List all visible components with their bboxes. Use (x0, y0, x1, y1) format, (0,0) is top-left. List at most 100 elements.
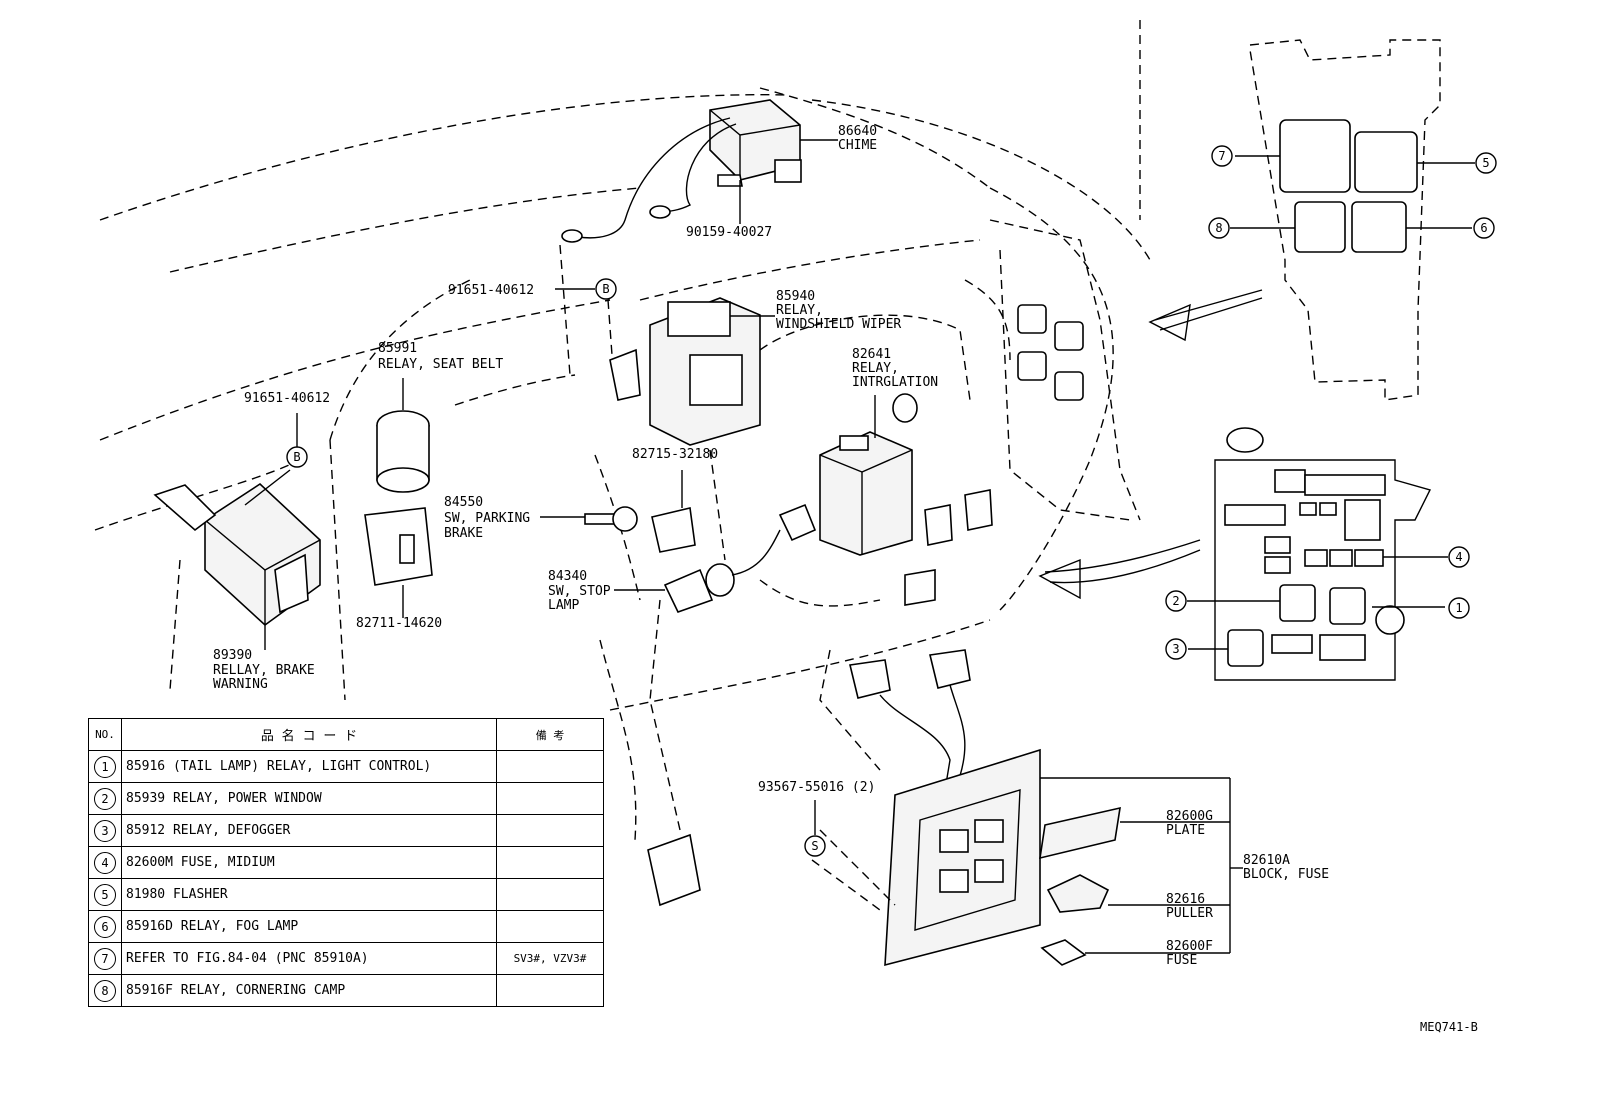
table-row: 8 85916F RELAY, CORNERING CAMP (88, 974, 604, 1007)
symbol-markers: B B S (286, 278, 826, 857)
chime-number: 86640 (838, 124, 877, 139)
marker-5: 5 (1482, 156, 1489, 170)
row-remarks (496, 814, 604, 847)
header-remarks: 備 考 (496, 718, 604, 751)
plate-name: PLATE (1166, 823, 1205, 838)
marker-1: 1 (1455, 601, 1462, 615)
connector-82711-number: 82711-14620 (356, 616, 442, 631)
table-row: 6 85916D RELAY, FOG LAMP (88, 910, 604, 943)
inset-upper-relay-block (1148, 39, 1475, 401)
chime-name: CHIME (838, 138, 877, 153)
relay-number-markers: 1 2 3 4 5 6 7 8 (1165, 145, 1497, 660)
puller-name: PULLER (1166, 906, 1213, 921)
row-number: 8 (94, 979, 116, 1002)
bolt-b-left-number: 91651-40612 (244, 391, 330, 406)
fuse-number: 82600F (1166, 939, 1213, 954)
screw-s-marker (804, 835, 826, 857)
table-row: 2 85939 RELAY, POWER WINDOW (88, 782, 604, 815)
marker-8: 8 (1215, 221, 1222, 235)
marker-2: 2 (1172, 594, 1179, 608)
dashboard-outline (94, 20, 1151, 841)
row-part: 85939 RELAY, POWER WINDOW (121, 782, 497, 815)
seat-belt-relay-number: 85991 (378, 341, 417, 356)
table-row: 4 82600M FUSE, MIDIUM (88, 846, 604, 879)
parts-table: NO. 品 名 コ ー ド 備 考 1 85916 (TAIL LAMP) RE… (88, 718, 604, 1007)
row-number: 3 (94, 819, 116, 842)
row-remarks (496, 910, 604, 943)
row-remarks (496, 750, 604, 783)
parking-brake-sw-number: 84550 (444, 495, 483, 510)
row-part: 82600M FUSE, MIDIUM (121, 846, 497, 879)
row-remarks (496, 974, 604, 1007)
leader-lines (296, 288, 816, 835)
screw-s-symbol: S (811, 839, 818, 853)
stop-lamp-sw-name-1: SW, STOP (548, 584, 611, 599)
brake-warning-relay-name-1: RELLAY, BRAKE (213, 663, 315, 678)
table-row: 7 REFER TO FIG.84-04 (PNC 85910A) SV3#, … (88, 942, 604, 975)
row-remarks (496, 782, 604, 815)
row-number: 2 (94, 787, 116, 810)
parking-brake-sw-name-1: SW, PARKING (444, 511, 530, 526)
wiper-relay-name-2: WINDSHIELD WIPER (776, 317, 901, 332)
row-number: 7 (94, 947, 116, 970)
marker-4: 4 (1455, 550, 1462, 564)
bolt-b-symbol-top: B (602, 282, 609, 296)
parking-brake-sw-name-2: BRAKE (444, 526, 483, 541)
table-row: 3 85912 RELAY, DEFOGGER (88, 814, 604, 847)
brake-warning-relay-number: 89390 (213, 648, 252, 663)
figure-code: MEQ741-B (1420, 1020, 1478, 1034)
fuse-block-number: 82610A (1243, 853, 1290, 868)
chime-assembly (561, 99, 838, 243)
row-number: 1 (94, 755, 116, 778)
row-remarks (496, 846, 604, 879)
row-remarks (496, 878, 604, 911)
stop-lamp-sw-name-2: LAMP (548, 598, 579, 613)
marker-6: 6 (1480, 221, 1487, 235)
connector-82715-number: 82715-32180 (632, 447, 718, 462)
row-number: 6 (94, 915, 116, 938)
bolt-b-top-number: 91651-40612 (448, 283, 534, 298)
row-part: 85916 (TAIL LAMP) RELAY, LIGHT CONTROL) (121, 750, 497, 783)
table-row: 1 85916 (TAIL LAMP) RELAY, LIGHT CONTROL… (88, 750, 604, 783)
integration-relay (819, 393, 993, 606)
stop-lamp-switch (614, 503, 817, 613)
integration-relay-name-2: INTRGLATION (852, 375, 938, 390)
row-remarks: SV3#, VZV3# (496, 942, 604, 975)
brake-pedal (647, 833, 701, 907)
row-part: 85916F RELAY, CORNERING CAMP (121, 974, 497, 1007)
row-part: REFER TO FIG.84-04 (PNC 85910A) (121, 942, 497, 975)
inset-lower-fuse-block (1038, 427, 1448, 681)
bolt-b-symbol-left: B (293, 450, 300, 464)
bolt-b-marker-left (286, 446, 308, 468)
stop-lamp-sw-number: 84340 (548, 569, 587, 584)
puller-number: 82616 (1166, 892, 1205, 907)
row-number: 5 (94, 883, 116, 906)
header-no: NO. (88, 718, 122, 751)
fuse-block-assembly (811, 649, 1243, 967)
fuse-block-name: BLOCK, FUSE (1243, 867, 1329, 882)
seat-belt-relay (364, 378, 433, 618)
junction-connectors (1017, 304, 1084, 401)
callout-labels: 86640 CHIME 90159-40027 91651-40612 8594… (213, 124, 1329, 968)
row-part: 81980 FLASHER (121, 878, 497, 911)
header-part: 品 名 コ ー ド (121, 718, 497, 751)
bolt-b-marker-top (595, 278, 617, 300)
screw-s-number: 93567-55016 (2) (758, 780, 875, 795)
row-number: 4 (94, 851, 116, 874)
brake-warning-relay (153, 469, 321, 650)
plate-number: 82600G (1166, 809, 1213, 824)
seat-belt-relay-name: RELAY, SEAT BELT (378, 357, 503, 372)
marker-7: 7 (1218, 149, 1225, 163)
row-part: 85912 RELAY, DEFOGGER (121, 814, 497, 847)
table-row: 5 81980 FLASHER (88, 878, 604, 911)
row-part: 85916D RELAY, FOG LAMP (121, 910, 497, 943)
wiper-relay-name-1: RELAY, (776, 303, 823, 318)
parking-brake-switch (584, 470, 696, 553)
table-header-row: NO. 品 名 コ ー ド 備 考 (88, 718, 604, 751)
screw-chime-number: 90159-40027 (686, 225, 772, 240)
marker-3: 3 (1172, 642, 1179, 656)
wiper-relay-number: 85940 (776, 289, 815, 304)
brake-warning-relay-name-2: WARNING (213, 677, 268, 692)
integration-relay-name-1: RELAY, (852, 361, 899, 376)
